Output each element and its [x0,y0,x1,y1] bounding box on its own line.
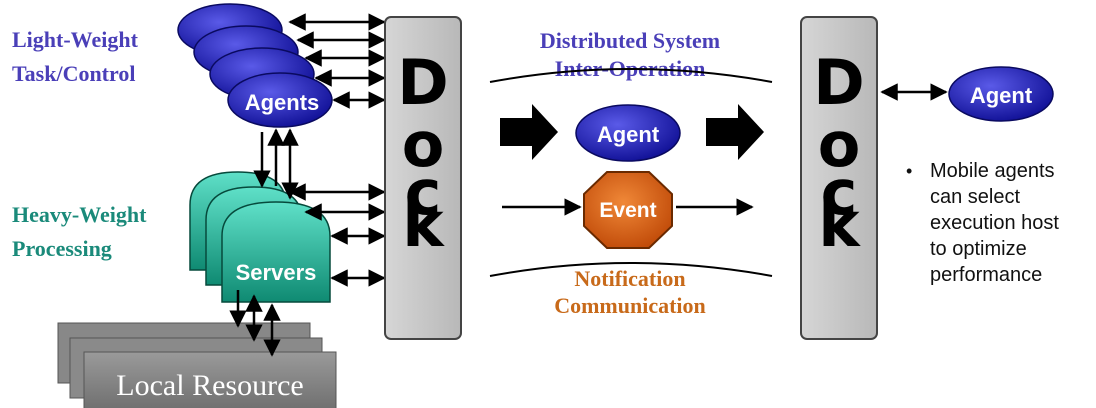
big-arrow-left [500,104,558,160]
top-curve [489,68,773,83]
left-dock-arrows [288,13,386,287]
right-dock-letter-c: c [821,156,858,229]
right-dock-letter-o: o [818,108,861,181]
event-octagon [583,171,673,249]
right-agent-label: Agent [970,83,1033,108]
right-dock: D o c k [800,16,878,340]
agents-label: Agents [245,90,320,115]
servers-resource-arrows [229,290,281,357]
center-agent [575,104,681,162]
big-arrow-right [706,104,764,160]
note-line: performance [930,264,1043,286]
heavy-weight-label: Heavy-Weight [12,202,147,227]
left-dock-letter-k: k [402,188,445,261]
bottom-curve [489,262,773,277]
right-agent [948,66,1054,122]
task-control-label: Task/Control [12,61,136,86]
bullet-marker: • [906,161,913,181]
local-resource-label: Local Resource [116,369,303,402]
left-dock: D o c k [384,16,462,340]
note-line: can select [930,186,1021,208]
processing-label: Processing [12,236,112,261]
distributed-system-label: Distributed System [540,28,720,53]
mobile-agents-note: • Mobile agents can select execution hos… [906,158,1091,288]
note-line: execution host [930,212,1059,234]
notification-label: Notification [574,266,685,291]
event-label: Event [599,199,656,222]
center-agent-label: Agent [597,122,660,147]
left-dock-letter-o: o [402,108,445,181]
communication-label: Communication [554,293,706,318]
agents-stack: Agents [177,3,333,128]
servers-label: Servers [236,260,317,285]
left-dock-letter-d: D [397,46,448,119]
servers-stack: Servers [189,171,331,303]
note-line: to optimize [930,238,1027,260]
local-resource-stack: Local Resource [57,322,337,408]
right-dock-letter-k: k [818,188,861,261]
note-line: Mobile agents [930,160,1055,182]
right-dock-letter-d: D [813,46,864,119]
left-dock-letter-c: c [405,156,442,229]
light-weight-label: Light-Weight [12,27,139,52]
